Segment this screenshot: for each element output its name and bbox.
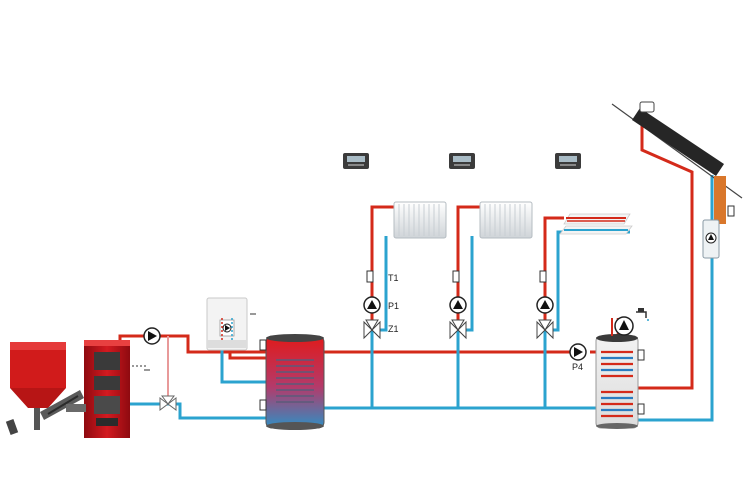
circulation-pump-icon[interactable]: [702, 219, 720, 259]
t1-label: T1: [388, 273, 399, 283]
solar-supply-pipe: [636, 118, 694, 390]
gas-boiler-return-pipe: [220, 350, 268, 384]
dhw-tank-icon: [595, 334, 645, 429]
radiator-icon: [393, 201, 447, 239]
mixing-valve-icon[interactable]: [449, 319, 467, 340]
sensor-icon: [539, 270, 547, 283]
pellet-hopper-icon: [5, 342, 84, 435]
z1-label: Z1: [388, 324, 399, 334]
circulation-pump-icon[interactable]: [143, 327, 161, 345]
sensor-icon: [366, 270, 374, 283]
floor-heating-icon: [559, 213, 633, 235]
sensor-icon: [452, 270, 460, 283]
solar-collector-icon: [611, 101, 743, 224]
circulation-pump-icon[interactable]: [449, 296, 467, 314]
mixing-valve-icon[interactable]: [363, 319, 381, 340]
boiler-return-pipe: [120, 402, 268, 420]
solar-return-pipe: [636, 175, 714, 422]
radiator-icon: [479, 201, 533, 239]
room-controller-icon[interactable]: [449, 153, 475, 169]
room-controller-icon[interactable]: [343, 153, 369, 169]
p1-label: P1: [388, 301, 399, 311]
circulation-pump-icon[interactable]: [611, 316, 634, 336]
buffer-tank-icon: [259, 334, 325, 430]
mixing-valve-icon[interactable]: [536, 319, 554, 340]
pellet-boiler-icon: [66, 340, 130, 438]
tap-icon: [636, 308, 649, 321]
p4-label: P4: [572, 362, 583, 372]
gas-boiler-supply-pipe: [228, 350, 268, 360]
circulation-pump-icon[interactable]: [569, 343, 587, 361]
circulation-pump-icon[interactable]: [536, 296, 554, 314]
mixing-valve-icon[interactable]: [159, 395, 177, 411]
sensor-icon: [132, 365, 150, 371]
circulation-pump-icon[interactable]: [363, 296, 381, 314]
gas-boiler-icon: [206, 297, 256, 351]
room-controller-icon[interactable]: [555, 153, 581, 169]
